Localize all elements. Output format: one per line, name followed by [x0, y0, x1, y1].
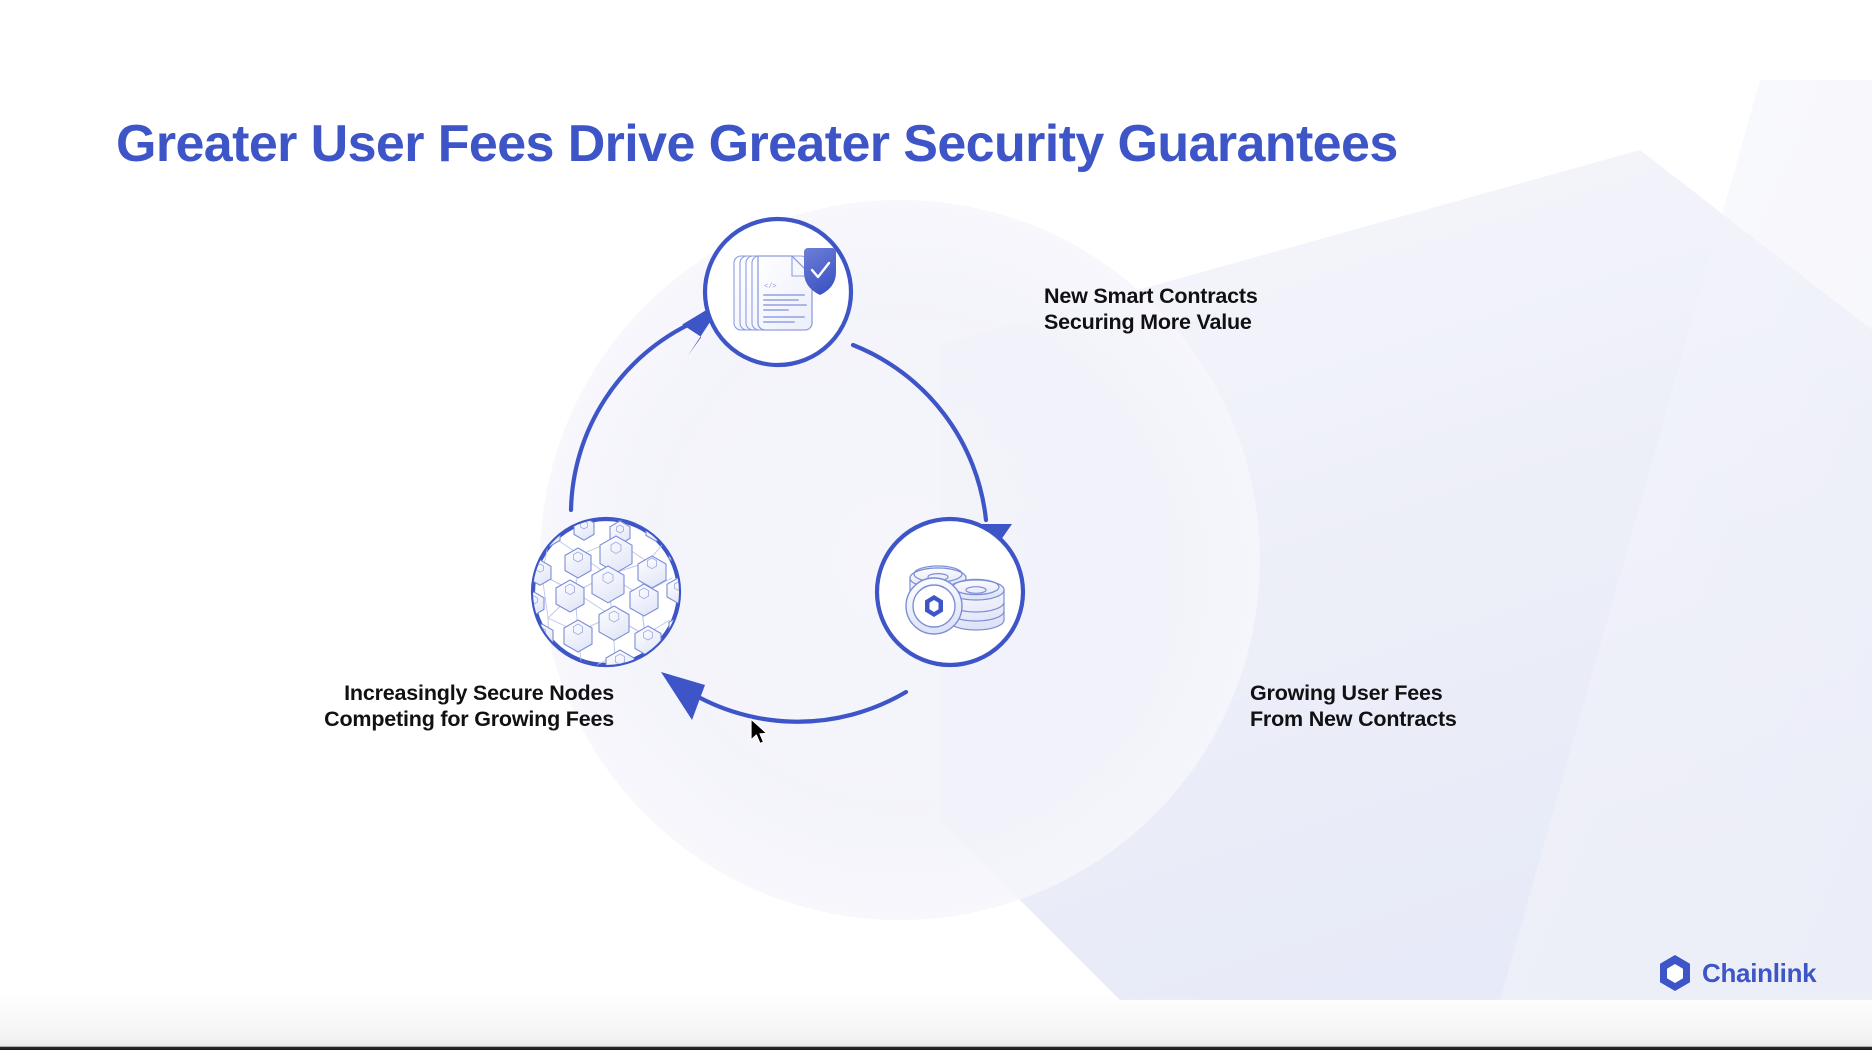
shield-check-icon: [804, 248, 836, 295]
label-growing-user-fees: Growing User Fees From New Contracts: [1250, 680, 1457, 732]
node-smart-contracts[interactable]: </>: [702, 216, 854, 368]
page-title: Greater User Fees Drive Greater Security…: [116, 114, 1398, 173]
document-front-page: [757, 255, 813, 331]
background-polygon-far-right: [1500, 80, 1872, 1000]
label-line-2: Competing for Growing Fees: [324, 707, 614, 732]
label-line-1: New Smart Contracts: [1044, 284, 1258, 308]
arc-contracts-to-fees: [850, 342, 989, 523]
cycle-diagram: </>: [530, 216, 1026, 724]
label-increasingly-secure-nodes: Increasingly Secure Nodes Competing for …: [324, 680, 614, 732]
arc-fees-to-nodes: [677, 683, 909, 724]
bottom-chrome-bar: [0, 1042, 1872, 1050]
label-new-smart-contracts: New Smart Contracts Securing More Value: [1044, 283, 1258, 335]
cycle-arcs: [568, 319, 989, 724]
front-coin-chainlink: [905, 577, 963, 635]
svg-text:</>: </>: [764, 283, 777, 291]
label-line-2: From New Contracts: [1250, 707, 1457, 732]
node-user-fees[interactable]: [874, 516, 1026, 668]
arc-nodes-to-contracts: [568, 319, 697, 513]
coin-stack-icon: [905, 565, 1005, 635]
arrowhead-into-nodes: [661, 672, 705, 720]
chainlink-brand-logo: Chainlink: [1658, 954, 1817, 992]
bottom-fade: [0, 992, 1872, 1042]
documents-shield-icon: </>: [733, 248, 836, 331]
label-line-2: Securing More Value: [1044, 310, 1252, 335]
chainlink-hexagon-icon: [1660, 955, 1690, 991]
label-line-1: Growing User Fees: [1250, 681, 1443, 705]
label-line-1: Increasingly Secure Nodes: [344, 681, 614, 705]
brand-name: Chainlink: [1702, 957, 1817, 988]
